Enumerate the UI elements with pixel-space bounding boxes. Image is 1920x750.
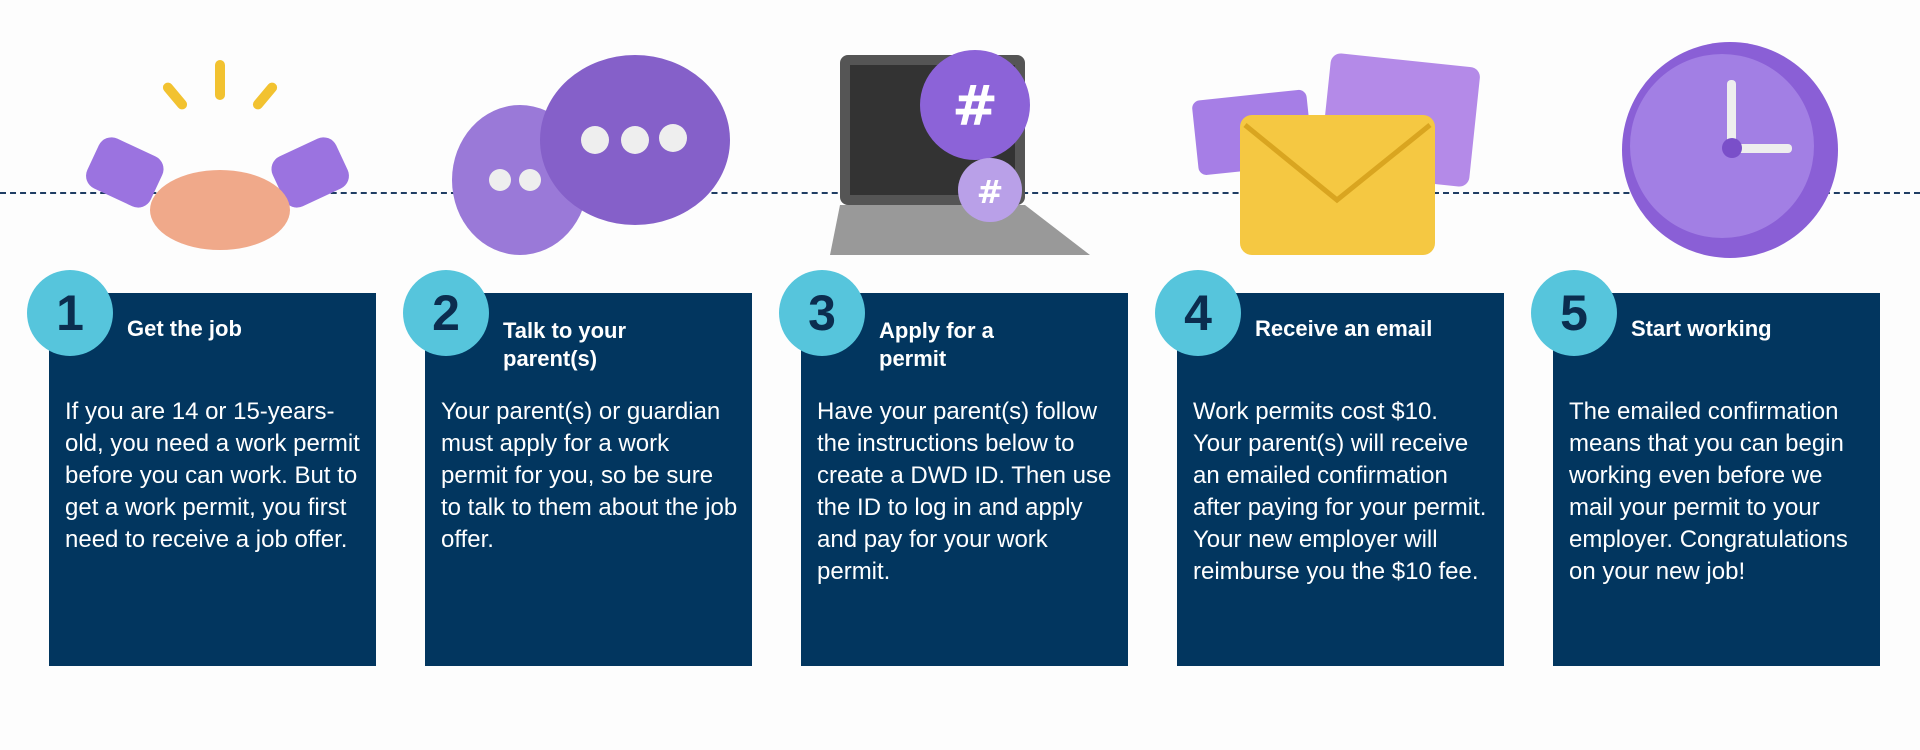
clock-icon	[1622, 42, 1838, 258]
handshake-icon	[86, 60, 349, 250]
step-number-badge: 4	[1155, 270, 1241, 356]
step-title: Apply for a permit	[879, 318, 994, 371]
step-title: Talk to your parent(s)	[503, 318, 627, 371]
step-title: Receive an email	[1255, 316, 1433, 341]
step-description: Have your parent(s) follow the instructi…	[817, 398, 1112, 585]
step-card-1: 1 Get the job If you are 14 or 15-years-…	[27, 270, 376, 666]
step-card-2: 2 Talk to your parent(s) Your parent(s) …	[403, 270, 752, 666]
step-number-badge: 3	[779, 270, 865, 356]
step-card-4: 4 Receive an email Work permits cost $10…	[1155, 270, 1504, 666]
step-description: The emailed confirmation means that you …	[1569, 398, 1848, 585]
envelopes-icon	[1192, 53, 1480, 255]
laptop-icon: # #	[830, 50, 1090, 255]
step-description: If you are 14 or 15-years-old, you need …	[65, 398, 360, 553]
svg-text:#: #	[977, 173, 1004, 211]
step-description: Your parent(s) or guardian must apply fo…	[441, 398, 738, 553]
step-card-3: 3 Apply for a permit Have your parent(s)…	[779, 270, 1128, 666]
step-number-badge: 2	[403, 270, 489, 356]
step-number-badge: 1	[27, 270, 113, 356]
step-title: Start working	[1631, 316, 1772, 341]
step-title: Get the job	[127, 316, 242, 341]
svg-text:#: #	[952, 74, 998, 138]
chat-bubbles-icon	[452, 55, 730, 255]
step-description: Work permits cost $10. Your parent(s) wi…	[1193, 398, 1487, 585]
step-number-badge: 5	[1531, 270, 1617, 356]
step-card-5: 5 Start working The emailed confirmation…	[1531, 270, 1880, 666]
